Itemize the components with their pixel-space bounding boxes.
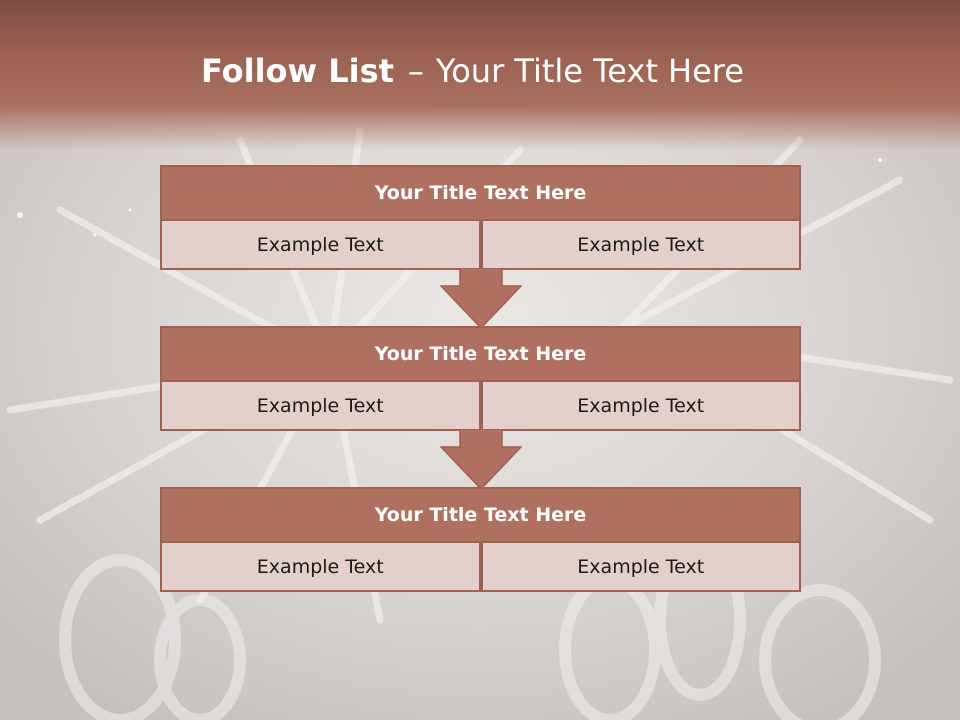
step-cell-left: Example Text [160, 543, 481, 592]
slide-title: Follow List–Your Title Text Here [0, 52, 945, 90]
step-cell-left: Example Text [160, 382, 481, 431]
down-arrow-icon [440, 429, 522, 491]
step-block-2: Your Title Text Here Example Text Exampl… [160, 326, 801, 431]
step-title: Your Title Text Here [160, 165, 801, 221]
slide-title-separator: – [407, 52, 424, 90]
step-title: Your Title Text Here [160, 326, 801, 382]
slide-title-bold: Follow List [201, 52, 394, 90]
step-title: Your Title Text Here [160, 487, 801, 543]
slide-title-rest: Your Title Text Here [435, 52, 744, 90]
step-block-3: Your Title Text Here Example Text Exampl… [160, 487, 801, 592]
down-arrow-icon [440, 268, 522, 330]
step-cell-right: Example Text [480, 382, 801, 431]
step-row: Example Text Example Text [160, 543, 801, 592]
step-cell-right: Example Text [480, 221, 801, 270]
step-row: Example Text Example Text [160, 221, 801, 270]
step-cell-right: Example Text [480, 543, 801, 592]
step-cell-left: Example Text [160, 221, 481, 270]
step-row: Example Text Example Text [160, 382, 801, 431]
step-block-1: Your Title Text Here Example Text Exampl… [160, 165, 801, 270]
title-band [0, 0, 960, 150]
